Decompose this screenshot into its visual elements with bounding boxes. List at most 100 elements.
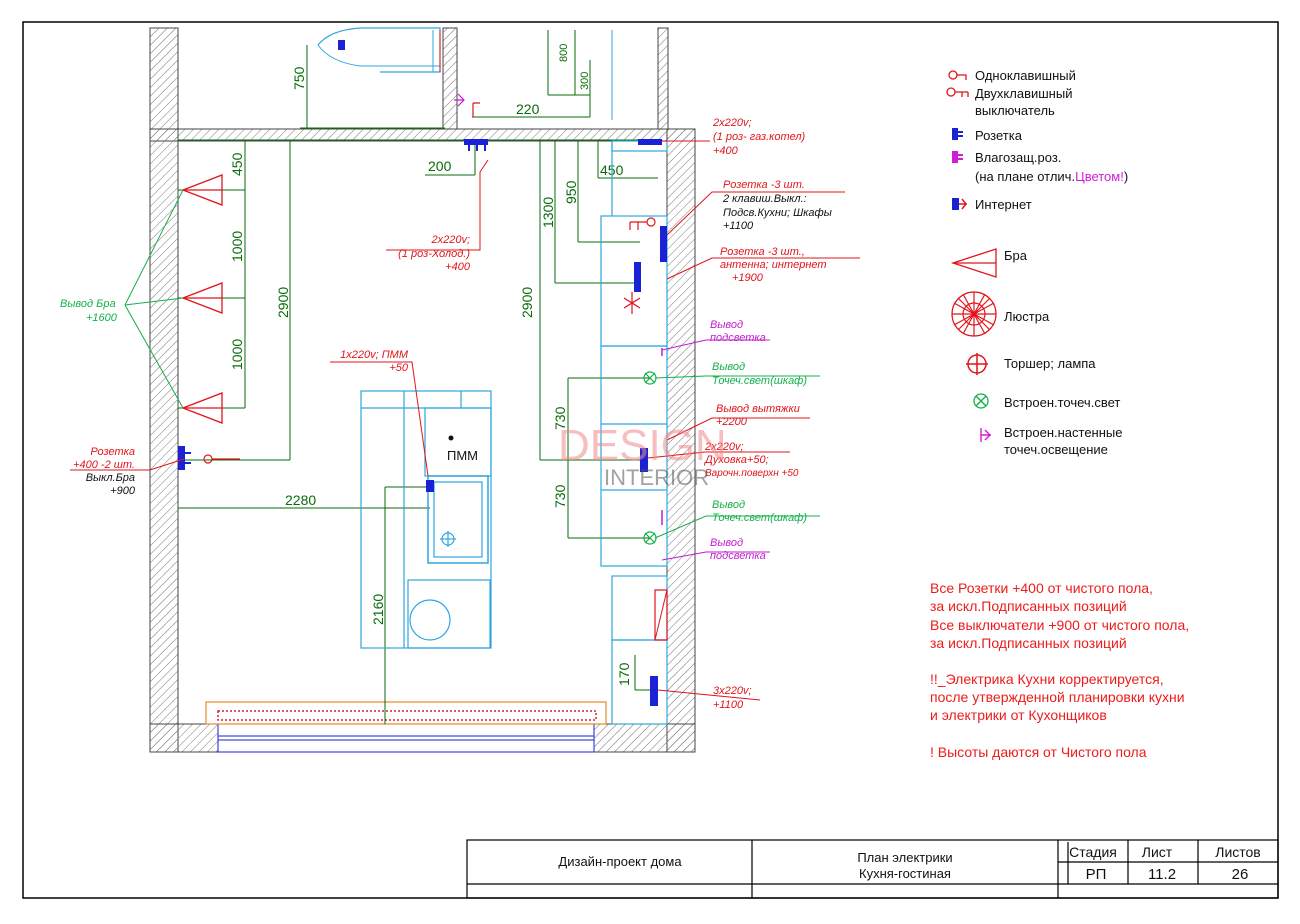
pmm-dot bbox=[448, 435, 454, 441]
ann-pods1-2: подсветка bbox=[710, 332, 766, 344]
dim-800: 800 bbox=[558, 44, 570, 62]
wet-socket-icon bbox=[952, 151, 963, 163]
ann-ros2-2: +400 -2 шт. bbox=[73, 459, 135, 471]
dim-2160: 2160 bbox=[370, 594, 386, 625]
note-6: после утвержденной планировки кухни bbox=[930, 689, 1185, 705]
dim-1000-upper: 1000 bbox=[229, 231, 245, 262]
ann-gas-2: (1 роз- газ.котел) bbox=[713, 131, 806, 143]
note-7: и электрики от Кухонщиков bbox=[930, 707, 1107, 723]
ann-gas-3: +400 bbox=[713, 145, 739, 157]
title-sheets-label: Листов bbox=[1215, 844, 1261, 860]
ann-bra-1: Вывод Бра bbox=[60, 298, 116, 310]
note-5: !!_Электрика Кухни корректируется, bbox=[930, 671, 1164, 687]
dim-220: 220 bbox=[516, 101, 540, 117]
ann-pods1-1: Вывод bbox=[710, 319, 743, 331]
title-project: Дизайн-проект дома bbox=[558, 854, 682, 869]
ann-duh-2: Духовка+50; bbox=[703, 454, 769, 466]
title-sheet: 11.2 bbox=[1148, 866, 1176, 883]
ann-pods2-1: Вывод bbox=[710, 537, 743, 549]
ann-vyt-2: +2200 bbox=[716, 416, 748, 428]
spot-light-icon bbox=[973, 393, 989, 409]
legend-lamp: Торшер; лампа bbox=[1004, 356, 1096, 371]
ann-bra-2: +1600 bbox=[86, 312, 118, 324]
bra-icon bbox=[950, 248, 997, 278]
dim-950: 950 bbox=[563, 180, 579, 204]
legend-wet-2: (на плане отлич.Цветом!) bbox=[975, 169, 1128, 184]
ann-s3-2: +1100 bbox=[713, 699, 744, 711]
note-2: за искл.Подписанных позиций bbox=[930, 598, 1127, 614]
ann-vyt-1: Вывод вытяжки bbox=[716, 403, 800, 415]
ann-gas-1: 2х220v; bbox=[712, 117, 752, 129]
title-sheet-label: Лист bbox=[1142, 844, 1173, 860]
dim-2900-right: 2900 bbox=[519, 287, 535, 318]
title-stage: РП bbox=[1086, 866, 1107, 883]
green-leaders bbox=[654, 375, 820, 539]
ann-pods2-2: подсветка bbox=[710, 550, 766, 562]
one-key-switch-icon bbox=[948, 70, 967, 80]
ann-ros2-4: +900 bbox=[110, 485, 136, 497]
pmm-name: ПММ bbox=[447, 448, 478, 463]
chandelier-icon bbox=[951, 291, 997, 337]
ann-ros2-3: Выкл.Бра bbox=[86, 472, 135, 484]
wall-lights bbox=[181, 174, 223, 424]
note-8: ! Высоты даются от Чистого пола bbox=[930, 744, 1147, 760]
legend-wet-1: Влагозащ.роз. bbox=[975, 150, 1061, 165]
dim-2280: 2280 bbox=[285, 492, 316, 508]
wall-spot-icon bbox=[980, 428, 991, 442]
internet-icon bbox=[952, 198, 967, 210]
dim-1300: 1300 bbox=[540, 197, 556, 228]
dim-300: 300 bbox=[579, 72, 591, 90]
ann-duh-3: Варочн.поверхн +50 bbox=[705, 468, 799, 479]
legend: Одноклавишный Двухклавишный выключатель … bbox=[946, 68, 1128, 457]
ann-ros3-2: 2 клавиш.Выкл.: bbox=[722, 193, 807, 205]
watermark: DESIGN INTERIOR bbox=[558, 421, 727, 490]
legend-two-key-1: Двухклавишный bbox=[975, 86, 1072, 101]
ann-ros3-1: Розетка -3 шт. bbox=[723, 179, 805, 191]
legend-internet: Интернет bbox=[975, 197, 1032, 212]
ann-ros3-3: Подсв.Кухни; Шкафы bbox=[723, 207, 832, 219]
socket-icon bbox=[952, 128, 963, 140]
legend-wall-spot-2: точеч.освещение bbox=[1004, 442, 1108, 457]
note-4: за искл.Подписанных позиций bbox=[930, 635, 1127, 651]
magenta-leaders bbox=[661, 339, 770, 561]
ann-pmm-1: 1х220v; ПММ bbox=[340, 349, 409, 361]
dim-730-upper: 730 bbox=[552, 406, 568, 430]
note-1: Все Розетки +400 от чистого пола, bbox=[930, 580, 1153, 596]
ann-hol-1: 2х220v; bbox=[430, 234, 470, 246]
hood-box bbox=[654, 589, 668, 641]
dim-750: 750 bbox=[291, 66, 307, 90]
title-plan-2: Кухня-гостиная bbox=[859, 866, 951, 881]
legend-socket: Розетка bbox=[975, 128, 1023, 143]
notes: Все Розетки +400 от чистого пола, за иск… bbox=[930, 580, 1189, 760]
ann-ant-1: Розетка -3 шт., bbox=[720, 246, 805, 258]
walls bbox=[149, 27, 696, 753]
ann-toch2-1: Вывод bbox=[712, 499, 745, 511]
dimension-lines bbox=[178, 30, 658, 724]
watermark-design: DESIGN bbox=[558, 421, 727, 470]
title-block bbox=[466, 839, 1279, 899]
legend-bra: Бра bbox=[1004, 248, 1028, 263]
dim-1000-lower: 1000 bbox=[229, 339, 245, 370]
ann-toch1-1: Вывод bbox=[712, 361, 745, 373]
ann-ant-3: +1900 bbox=[732, 272, 764, 284]
sockets bbox=[178, 139, 667, 706]
ann-s3-1: 3х220v; bbox=[713, 685, 752, 697]
legend-wall-spot-1: Встроен.настенные bbox=[1004, 425, 1123, 440]
two-key-switch-icon bbox=[946, 87, 969, 97]
switches bbox=[203, 93, 656, 464]
title-stage-label: Стадия bbox=[1069, 844, 1117, 860]
red-leaders bbox=[70, 140, 860, 701]
ann-ros3-4: +1100 bbox=[723, 220, 754, 232]
lamp-icon bbox=[966, 353, 988, 375]
dim-200: 200 bbox=[428, 158, 452, 174]
ann-toch1-2: Точеч.свет(шкаф) bbox=[712, 375, 807, 387]
title-sheets: 26 bbox=[1232, 866, 1249, 883]
ann-hol-3: +400 bbox=[445, 261, 471, 273]
dim-170: 170 bbox=[616, 662, 632, 686]
note-3: Все выключатели +900 от чистого пола, bbox=[930, 617, 1189, 633]
dim-450-left: 450 bbox=[229, 152, 245, 176]
legend-two-key-2: выключатель bbox=[975, 103, 1055, 118]
legend-chandelier: Люстра bbox=[1004, 309, 1050, 324]
